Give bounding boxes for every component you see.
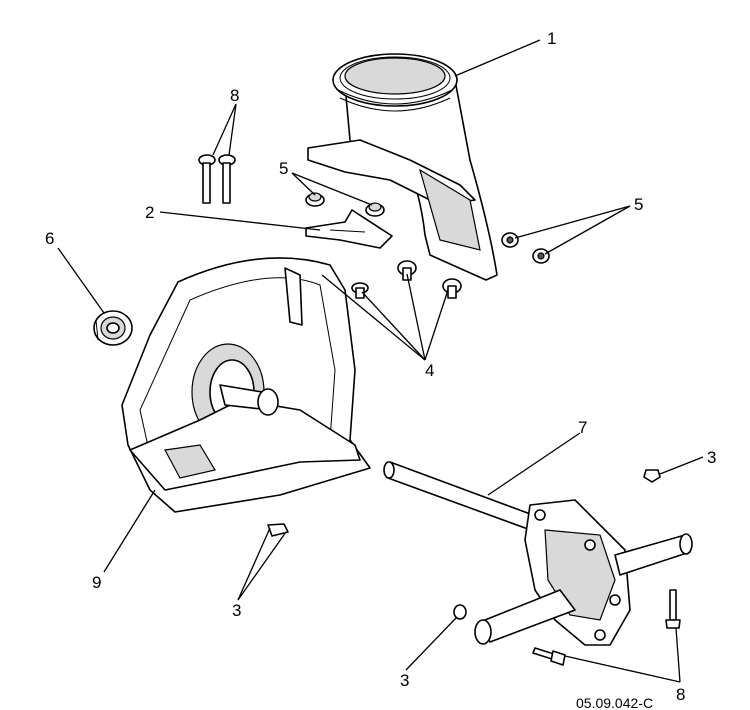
part-chute <box>307 53 498 281</box>
part-carriage-bolts <box>311 260 462 299</box>
callout-8-bottom: 8 <box>676 685 685 704</box>
callout-8-top: 8 <box>230 86 239 105</box>
part-hex-bolts-upper <box>198 154 236 204</box>
callout-4: 4 <box>425 361 434 380</box>
part-bearing <box>93 310 133 346</box>
callout-3-right: 3 <box>707 448 716 467</box>
callout-9: 9 <box>92 573 101 592</box>
callout-1: 1 <box>547 29 556 48</box>
leader-lines <box>57 39 704 683</box>
part-shaft-gearbox <box>383 461 693 646</box>
callout-2: 2 <box>145 203 154 222</box>
part-impeller-housing <box>121 257 371 513</box>
drawing-number: 05.09.042-C <box>576 695 653 710</box>
callout-5-left: 5 <box>279 159 288 178</box>
part-flange-nuts <box>305 192 550 264</box>
part-bracket <box>305 209 393 249</box>
part-hex-bolts-lower <box>532 589 681 666</box>
callout-labels: 1 2 3 3 3 4 5 5 6 7 8 8 9 <box>45 29 716 704</box>
callout-3-left: 3 <box>232 601 241 620</box>
callout-6: 6 <box>45 229 54 248</box>
callout-5-right: 5 <box>634 195 643 214</box>
part-nuts <box>267 469 661 620</box>
callout-3-bottom: 3 <box>400 671 409 690</box>
callout-7: 7 <box>578 418 587 437</box>
